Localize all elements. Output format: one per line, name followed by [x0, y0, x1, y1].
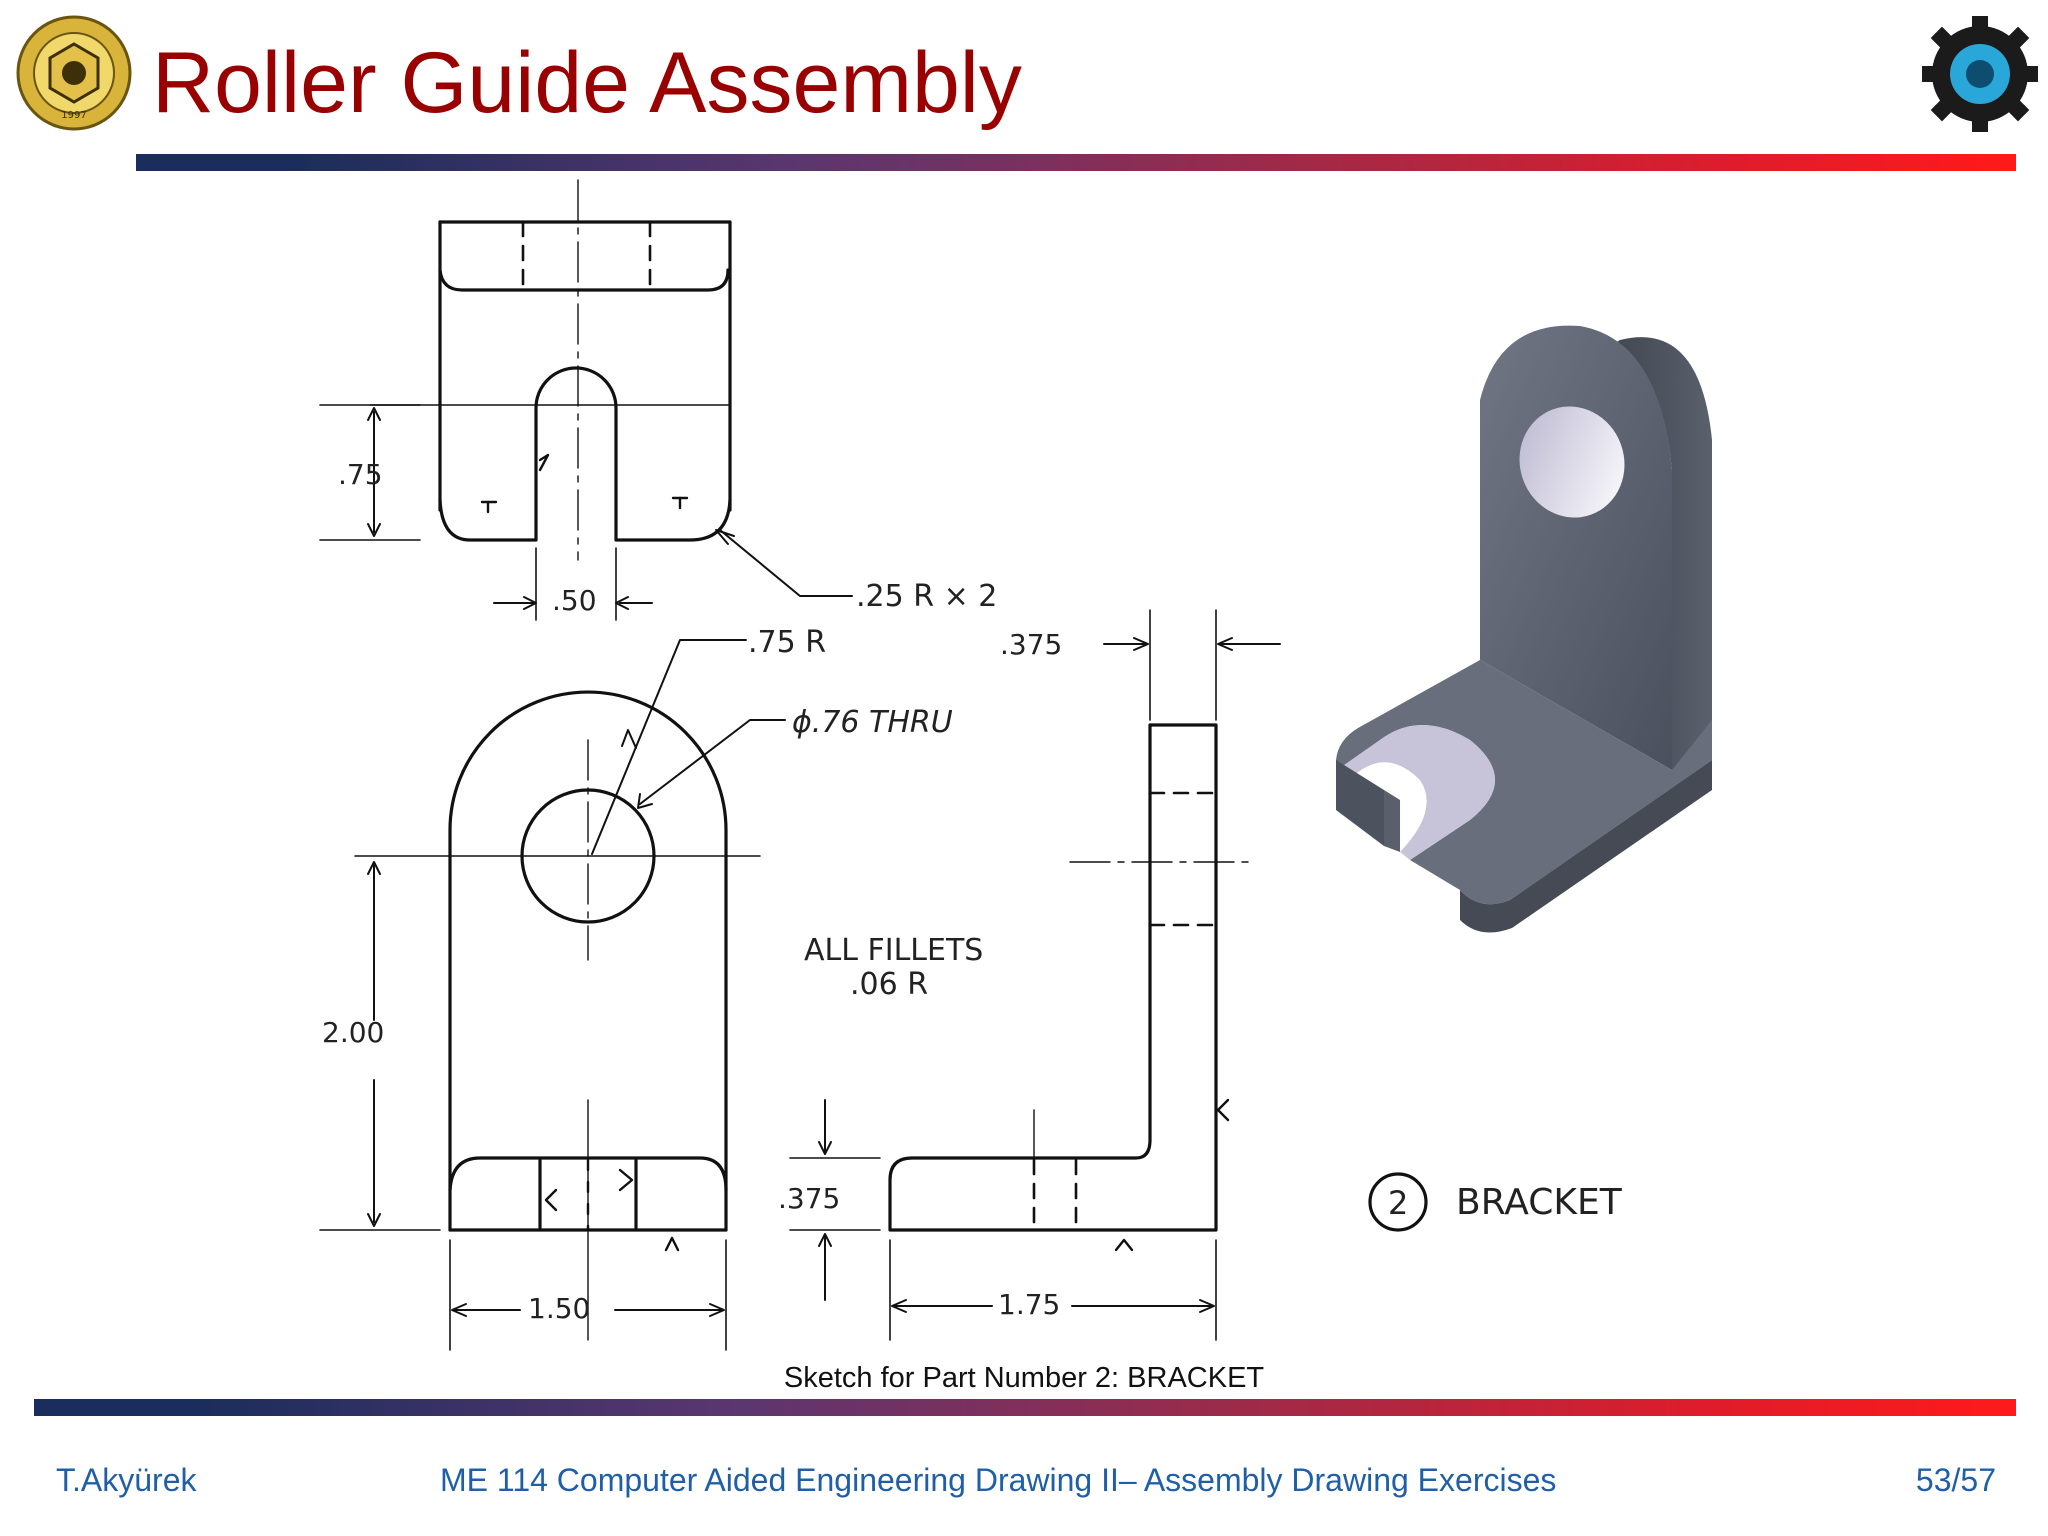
part-number: 2 — [1388, 1184, 1408, 1222]
dim-075-radius: .75 R — [748, 625, 826, 660]
dim-075: .75 — [338, 458, 383, 491]
gear-department-icon — [1922, 16, 2038, 132]
dim-200: 2.00 — [322, 1016, 384, 1049]
part-balloon — [1368, 1172, 1428, 1232]
department-logo — [1920, 12, 2040, 136]
fillet-note-line1: ALL FILLETS — [804, 933, 983, 968]
part-name: BRACKET — [1456, 1182, 1623, 1223]
dim-hole-thru: ϕ.76 THRU — [792, 705, 953, 740]
bracket-sketch: .75 .50 .25 R × 2 .75 R .375 ϕ.76 THRU 2… — [319, 179, 1712, 1351]
side-view — [789, 609, 1281, 1341]
page-number: 53/57 — [1915, 1462, 1996, 1498]
dim-050: .50 — [552, 584, 597, 617]
dim-0375-top: .375 — [1000, 628, 1062, 661]
figure-caption: Sketch for Part Number 2: BRACKET — [783, 1362, 1265, 1394]
dim-025-radius: .25 R × 2 — [856, 579, 997, 614]
slide-title: Roller Guide Assembly — [152, 35, 1022, 131]
title-divider — [136, 154, 2016, 171]
sketch-annotations: .75 .50 .25 R × 2 .75 R .375 ϕ.76 THRU 2… — [322, 458, 1623, 1325]
dim-150: 1.50 — [528, 1292, 590, 1325]
front-view — [319, 639, 786, 1351]
university-seal-icon: 1997 — [16, 15, 132, 131]
university-logo: 1997 — [14, 14, 134, 132]
bracket-3d-render — [1336, 325, 1712, 933]
fillet-note-line2: .06 R — [850, 967, 928, 1002]
footer-author: T.Akyürek — [56, 1462, 197, 1498]
svg-text:1997: 1997 — [61, 110, 86, 121]
top-view — [319, 179, 853, 621]
footer-course: ME 114 Computer Aided Engineering Drawin… — [440, 1462, 1557, 1498]
dim-175: 1.75 — [998, 1288, 1060, 1321]
dim-0375-side: .375 — [778, 1182, 840, 1215]
footer-divider — [34, 1399, 2016, 1416]
